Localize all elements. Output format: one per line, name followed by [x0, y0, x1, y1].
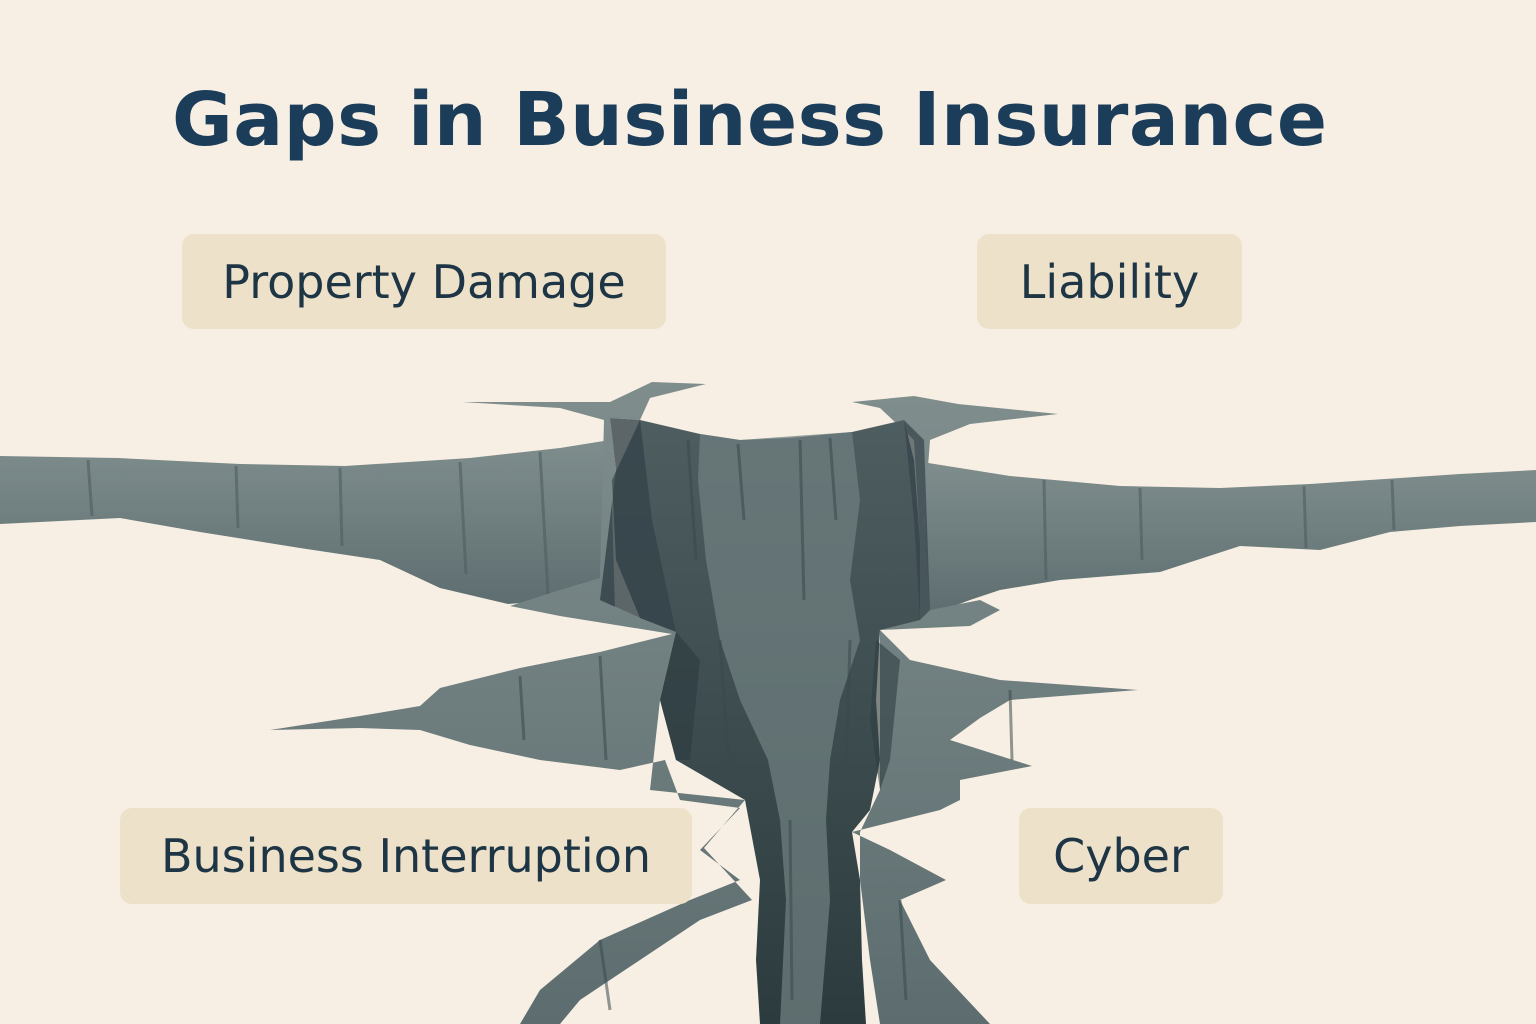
label-property-damage: Property Damage: [182, 234, 666, 329]
label-liability: Liability: [977, 234, 1242, 329]
horizontal-crack: [0, 440, 1536, 616]
page-title: Gaps in Business Insurance: [172, 77, 1328, 163]
label-business-interruption: Business Interruption: [120, 808, 692, 904]
central-chasm: [270, 382, 1138, 1024]
label-cyber: Cyber: [1019, 808, 1223, 904]
